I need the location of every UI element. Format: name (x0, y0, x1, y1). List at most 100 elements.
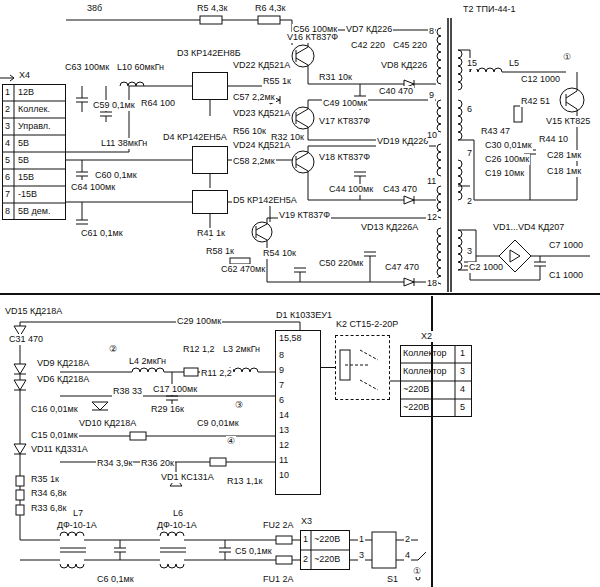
node-text: 14 (279, 410, 289, 421)
component-label: 15 (466, 58, 478, 69)
component-label: 12 (426, 212, 438, 223)
node-text: 2 (303, 554, 308, 565)
component-label: R13 1,1к (226, 476, 263, 487)
node-text: Коллектор (403, 348, 447, 359)
component-label: C45 220 (392, 40, 428, 51)
component-label: R33 6,8к (30, 503, 67, 514)
component-label: VD11 КД331А (30, 444, 89, 455)
component-label: V18 КТ837Ф (318, 152, 371, 163)
component-label: R12 1,2 (182, 344, 216, 355)
node-text: ~220В (314, 534, 340, 545)
component-label: 11 (426, 176, 437, 187)
component-label: 38б (86, 3, 103, 14)
node-text: 5В дем. (18, 206, 50, 217)
component-label: VD8 КД226 (380, 60, 428, 71)
component-label: C43 470 (382, 184, 418, 195)
component-label: 2 (466, 196, 473, 207)
component-label: VD9 КД218А (36, 358, 90, 369)
node-heading: X2 (420, 331, 433, 342)
component-label: ② (108, 344, 118, 355)
node-text: ~220В (403, 384, 429, 395)
component-label: R58 1к (205, 246, 235, 257)
node-text: ~220В (314, 554, 340, 565)
component-label: FU2 2А (262, 520, 295, 531)
component-label: C40 470 (378, 86, 414, 97)
node-text: 4 (5, 138, 10, 149)
component-label: R29 16к (150, 404, 185, 415)
component-label: R6 4,3к (254, 3, 286, 14)
component-label: R44 10 (538, 134, 569, 145)
component-label: 7 (466, 148, 473, 159)
component-label: VD1...VD4 КД207 (492, 222, 565, 233)
component-label: VD7 КД226 (345, 24, 393, 35)
component-label: 18 (426, 278, 438, 289)
component-label: R43 47 (480, 126, 511, 137)
wire-connector (66, 202, 192, 203)
node-text: 8 (5, 206, 10, 217)
component-label: VD13 КД226А (360, 222, 419, 233)
component-label: C5 0,1мк (234, 546, 273, 557)
node-text: 1 (303, 534, 308, 545)
component-label: L11 38мкГн (100, 138, 148, 149)
component-label: C30 0,01мк (484, 140, 533, 151)
node-text: 7 (5, 189, 10, 200)
component-label: R41 1к (196, 228, 226, 239)
node-heading: K2 СТ15-2-20Р (335, 319, 399, 330)
component-label: VD22 КД521А (232, 60, 291, 71)
node-text: 4 (460, 384, 465, 395)
component-label: R36 20к (140, 458, 175, 469)
component-label: 3 (466, 246, 473, 257)
component-label: 1 (358, 534, 365, 545)
component-label: ДФ-10-1А (156, 520, 198, 531)
node-text: 10 (279, 470, 289, 481)
ic-box: D1 К1033ЕУ115,5889761413121110 (275, 330, 321, 495)
node-text: 5 (460, 402, 465, 413)
component-label: V19 КТ837Ф (278, 210, 331, 221)
node-text: 7 (279, 380, 284, 391)
component-label: 9 (428, 90, 435, 101)
node-text: 12В (18, 87, 34, 98)
component-label: C62 470мк (220, 264, 266, 275)
component-label: C18 1мк (546, 166, 582, 177)
component-label: R31 10к (318, 72, 353, 83)
component-label: S1 (386, 574, 399, 585)
node-text: 6 (279, 395, 284, 406)
component-label: L7 (72, 508, 84, 519)
node-text: 5В (18, 155, 29, 166)
node-text: 13 (279, 425, 289, 436)
component-label: T2 ТПИ-44-1 (462, 4, 516, 15)
node-text: 12 (279, 440, 289, 451)
wire-connector (390, 381, 400, 382)
component-label: ④ (226, 436, 236, 447)
component-label: C58 2,2мк (232, 156, 276, 167)
component-label: C1 1000 (548, 270, 584, 281)
component-label: C28 1мк (546, 150, 582, 161)
component-label: C49 100мк (322, 98, 368, 109)
component-label: R5 4,3к (196, 3, 228, 14)
component-label: R64 100 (140, 98, 176, 109)
component-label: VD15 КД218А (4, 306, 63, 317)
component-label: ДФ-10-1А (56, 520, 98, 531)
component-label: L5 (508, 58, 520, 69)
component-label: C61 0,1мк (80, 228, 124, 239)
component-label: VD23 КД521А (232, 108, 291, 119)
node-text: 5В (18, 138, 29, 149)
component-label: C12 1000 (520, 74, 561, 85)
component-label: R35 1к (30, 474, 60, 485)
component-label: C16 0,01мк (30, 404, 79, 415)
ic-box: D5 КР142ЕН5А (192, 190, 228, 214)
component-label: L10 60мкГн (116, 62, 165, 73)
node-text: Коллектор (403, 366, 447, 377)
node-text: D5 КР142ЕН5А (232, 195, 298, 206)
component-label: L6 (172, 508, 184, 519)
component-label: R11 2,2 (200, 368, 233, 379)
connector-table: X31~220В2~220В (300, 530, 350, 570)
node-text: 3 (460, 366, 465, 377)
node-text: 1 (5, 87, 10, 98)
component-label: C57 2,2мк (232, 92, 276, 103)
component-label: V16 КТ837Ф (286, 32, 339, 43)
component-label: ③ (234, 400, 244, 411)
component-label: 3 (358, 550, 365, 561)
component-label: V17 КТ837Ф (318, 116, 371, 127)
